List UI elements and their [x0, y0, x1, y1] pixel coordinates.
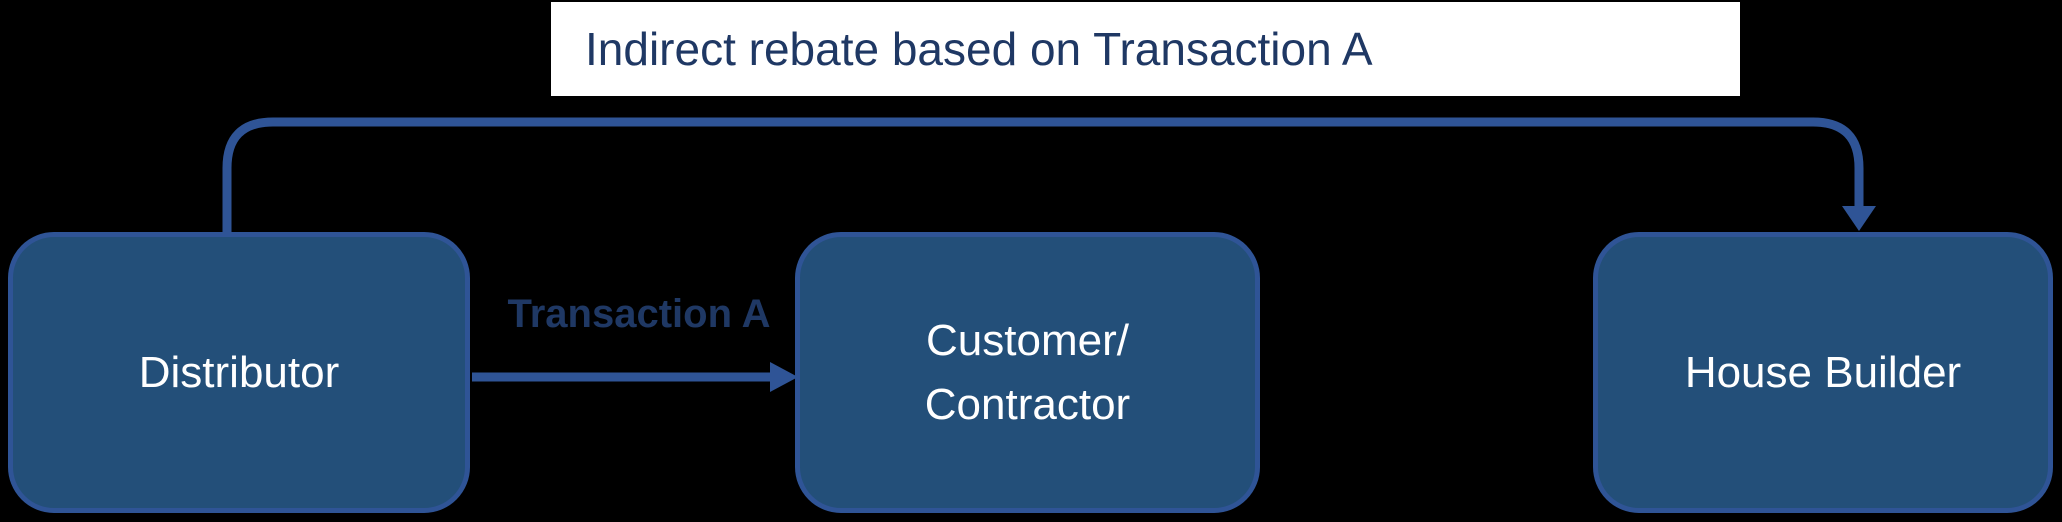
rebate-banner-text: Indirect rebate based on Transaction A — [585, 23, 1373, 75]
rebate-arrowhead — [1842, 206, 1876, 231]
rebate-connector-line — [222, 117, 1864, 234]
node-customer-contractor: Customer/ Contractor — [795, 232, 1260, 513]
node-distributor-label: Distributor — [138, 347, 340, 397]
node-house-builder: House Builder — [1593, 232, 2053, 513]
transaction-arrowhead — [770, 362, 798, 392]
transaction-label: Transaction A — [507, 292, 771, 336]
rebate-banner: Indirect rebate based on Transaction A — [551, 2, 1740, 96]
node-distributor: Distributor — [8, 232, 470, 513]
node-customer-label-line2: Contractor — [924, 379, 1131, 429]
node-house-builder-label: House Builder — [1684, 347, 1962, 397]
node-customer-label-line1: Customer/ — [926, 315, 1129, 365]
